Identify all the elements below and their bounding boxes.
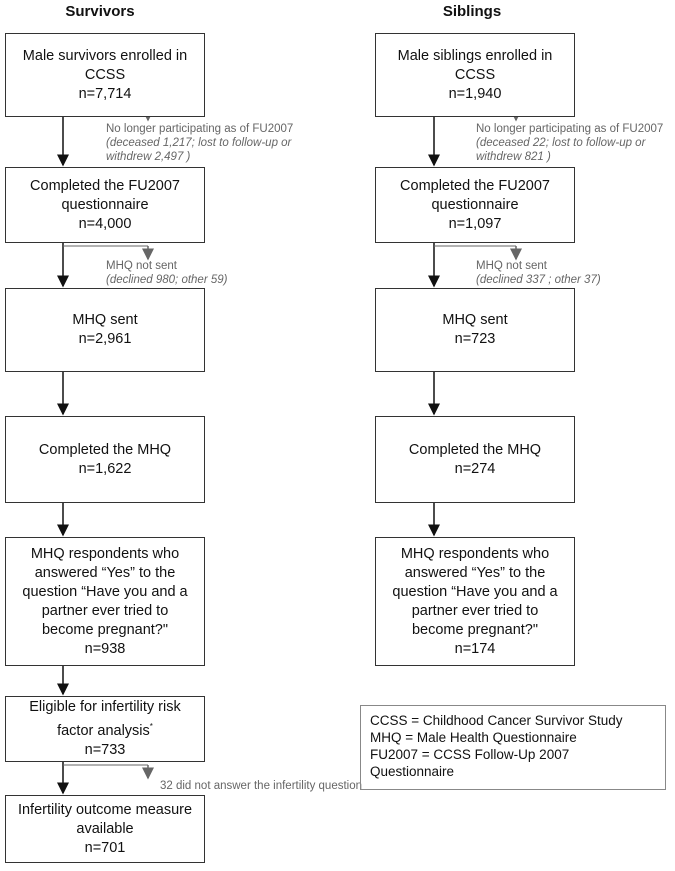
survivors-completed-fu-box: Completed the FU2007 questionnaire n=4,0… (5, 167, 205, 243)
box-count: n=1,622 (78, 460, 132, 477)
box-line: factor analysis* (57, 717, 153, 741)
siblings-enrolled-box: Male siblings enrolled in CCSS n=1,940 (375, 33, 575, 117)
note-line: withdrew 2,497 ) (106, 151, 191, 163)
box-line-text: factor analysis (57, 722, 150, 739)
note-line: MHQ not sent (106, 260, 177, 272)
box-count: n=7,714 (78, 85, 132, 102)
survivors-completed-mhq-box: Completed the MHQ n=1,622 (5, 416, 205, 503)
box-line: Completed the MHQ (38, 441, 172, 458)
siblings-completed-fu-box: Completed the FU2007 questionnaire n=1,0… (375, 167, 575, 243)
box-line: Completed the FU2007 (30, 177, 180, 194)
survivors-exclusion-note-2: MHQ not sent (declined 980; other 59) (106, 259, 306, 287)
note-line: (declined 337 ; other 37) (476, 274, 601, 286)
note-line: (deceased 22; lost to follow-up or (476, 137, 646, 149)
box-count: n=1,940 (448, 85, 502, 102)
box-count: n=701 (84, 839, 126, 856)
note-line: 32 did not answer the infertility questi… (160, 780, 363, 792)
note-line: (deceased 1,217; lost to follow-up or (106, 137, 292, 149)
siblings-respondents-box: MHQ respondents who answered “Yes” to th… (375, 537, 575, 666)
box-line: questionnaire (431, 196, 519, 213)
note-line: withdrew 821 ) (476, 151, 551, 163)
note-line: No longer participating as of FU2007 (106, 123, 294, 135)
survivors-outcome-box: Infertility outcome measure available n=… (5, 795, 205, 863)
abbreviation-legend: CCSS = Childhood Cancer Survivor Study M… (360, 705, 666, 790)
siblings-exclusion-note-2: MHQ not sent (declined 337 ; other 37) (476, 259, 674, 287)
note-line: No longer participating as of FU2007 (476, 123, 664, 135)
note-line: (declined 980; other 59) (106, 274, 228, 286)
survivors-heading: Survivors (65, 3, 135, 20)
box-line: answered “Yes” to the (34, 564, 176, 581)
legend-line: FU2007 = CCSS Follow-Up 2007 (370, 747, 570, 762)
survivors-exclusion-note-1: No longer participating as of FU2007 (de… (106, 122, 336, 164)
box-count: n=733 (84, 741, 126, 758)
box-line: Male siblings enrolled in (397, 47, 553, 64)
siblings-heading: Siblings (442, 3, 502, 20)
box-line: Male survivors enrolled in (22, 47, 188, 64)
legend-line: CCSS = Childhood Cancer Survivor Study (370, 713, 623, 728)
survivors-enrolled-box: Male survivors enrolled in CCSS n=7,714 (5, 33, 205, 117)
siblings-completed-mhq-box: Completed the MHQ n=274 (375, 416, 575, 503)
box-line: Eligible for infertility risk (29, 699, 181, 716)
survivors-exclusion-note-3: 32 did not answer the infertility questi… (160, 779, 400, 793)
box-line: Completed the FU2007 (400, 177, 550, 194)
box-count: n=4,000 (78, 215, 132, 232)
survivors-mhq-sent-box: MHQ sent n=2,961 (5, 288, 205, 372)
box-line: become pregnant?" (41, 621, 169, 638)
box-line: answered “Yes” to the (404, 564, 546, 581)
legend-line: Questionnaire (370, 764, 455, 779)
box-line: MHQ sent (442, 312, 508, 328)
box-count: n=723 (454, 331, 496, 347)
box-line: MHQ sent (72, 312, 138, 328)
box-count: n=274 (454, 460, 496, 477)
box-line: partner ever tried to (41, 602, 169, 619)
box-line: questionnaire (61, 196, 149, 213)
siblings-exclusion-note-1: No longer participating as of FU2007 (de… (476, 122, 674, 164)
box-count: n=2,961 (78, 331, 132, 347)
box-line: CCSS (84, 66, 126, 83)
box-line: MHQ respondents who (30, 545, 180, 562)
box-line: available (76, 820, 134, 837)
legend-line: MHQ = Male Health Questionnaire (370, 730, 577, 745)
box-line: Completed the MHQ (408, 441, 542, 458)
box-line: MHQ respondents who (400, 545, 550, 562)
box-line: CCSS (454, 66, 496, 83)
siblings-mhq-sent-box: MHQ sent n=723 (375, 288, 575, 372)
box-count: n=1,097 (448, 215, 502, 232)
box-line: question “Have you and a (392, 583, 558, 600)
box-line: become pregnant?" (411, 621, 539, 638)
box-line: Infertility outcome measure (17, 801, 193, 818)
note-line: MHQ not sent (476, 260, 547, 272)
footnote-mark: * (149, 722, 153, 732)
survivors-eligible-box: Eligible for infertility risk factor ana… (5, 696, 205, 762)
box-count: n=938 (84, 640, 126, 657)
box-count: n=174 (454, 640, 496, 657)
survivors-respondents-box: MHQ respondents who answered “Yes” to th… (5, 537, 205, 666)
box-line: partner ever tried to (411, 602, 539, 619)
box-line: question “Have you and a (22, 583, 188, 600)
